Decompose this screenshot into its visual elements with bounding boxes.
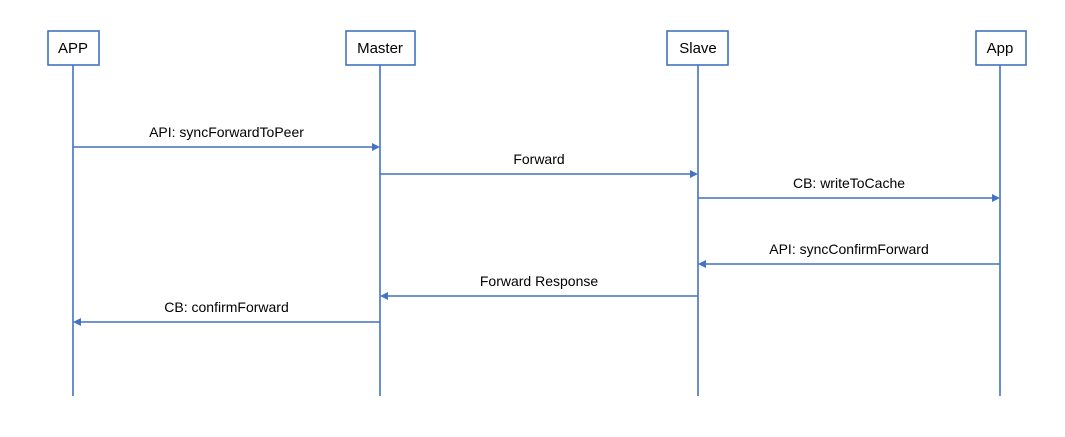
message-label-6: CB: confirmForward [164,299,288,315]
actor-label-app_right: App [987,40,1014,57]
arrowhead-left-4 [698,260,706,268]
arrowhead-left-6 [73,318,81,326]
message-label-2: Forward [513,151,564,167]
actor-box-master[interactable] [345,30,416,66]
actor-label-app_left: APP [58,40,88,57]
actors-group: APP Master Slave App [47,30,1027,66]
actor-box-slave[interactable] [666,30,729,66]
actor-box-app_left[interactable] [47,30,100,66]
lifelines-group [72,65,1001,396]
message-label-3: CB: writeToCache [793,175,905,191]
message-6[interactable]: CB: confirmForward [73,299,380,326]
message-5[interactable]: Forward Response [380,273,698,300]
actor-label-slave: Slave [679,40,717,57]
actor-slave[interactable]: Slave [666,30,729,66]
message-1[interactable]: API: syncForwardToPeer [73,124,380,151]
arrowhead-right-1 [372,143,380,151]
message-2[interactable]: Forward [380,151,698,178]
actor-label-master: Master [357,40,403,57]
message-3[interactable]: CB: writeToCache [698,175,1000,202]
actor-app_right[interactable]: App [975,30,1027,66]
message-label-1: API: syncForwardToPeer [149,124,304,140]
actor-master[interactable]: Master [345,30,416,66]
arrowhead-right-3 [992,194,1000,202]
message-label-4: API: syncConfirmForward [769,241,928,257]
actor-app_left[interactable]: APP [47,30,100,66]
arrowhead-left-5 [380,292,388,300]
actor-box-app_right[interactable] [975,30,1027,66]
message-label-5: Forward Response [480,273,598,289]
message-4[interactable]: API: syncConfirmForward [698,241,1000,268]
arrowhead-right-2 [690,170,698,178]
